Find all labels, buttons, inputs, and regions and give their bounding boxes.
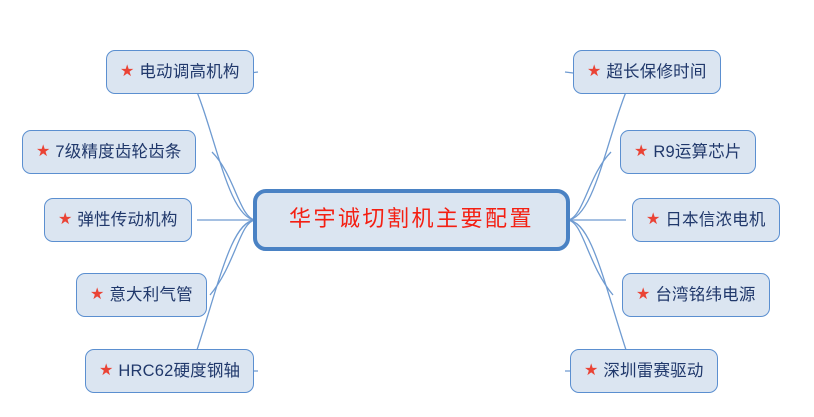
branch-label: HRC62硬度钢轴 xyxy=(118,361,241,380)
star-icon: ★ xyxy=(36,143,51,160)
branch-node-right-3[interactable]: ★ 日本信浓电机 xyxy=(632,198,780,242)
connector-right-4 xyxy=(566,219,614,296)
connector-left-2 xyxy=(211,151,257,221)
star-icon: ★ xyxy=(90,286,105,303)
central-topic-label: 华宇诚切割机主要配置 xyxy=(288,207,534,232)
central-topic-node[interactable]: 华宇诚切割机主要配置 xyxy=(253,189,570,251)
branch-node-right-4[interactable]: ★ 台湾铭纬电源 xyxy=(622,273,770,317)
branch-node-right-5[interactable]: ★ 深圳雷赛驱动 xyxy=(570,349,718,393)
branch-label: 意大利气管 xyxy=(109,285,193,304)
star-icon: ★ xyxy=(58,211,73,228)
star-icon: ★ xyxy=(587,63,602,80)
star-icon: ★ xyxy=(99,362,114,379)
connector-left-1 xyxy=(191,71,259,221)
branch-label: 电动调高机构 xyxy=(139,62,240,81)
branch-label: 深圳雷赛驱动 xyxy=(603,361,704,380)
branch-node-left-5[interactable]: ★ HRC62硬度钢轴 xyxy=(85,349,255,393)
star-icon: ★ xyxy=(584,362,599,379)
branch-node-left-4[interactable]: ★ 意大利气管 xyxy=(76,273,207,317)
branch-label: R9运算芯片 xyxy=(653,142,742,161)
branch-node-right-1[interactable]: ★ 超长保修时间 xyxy=(573,50,721,94)
branch-node-left-3[interactable]: ★ 弹性传动机构 xyxy=(44,198,192,242)
branch-label: 弹性传动机构 xyxy=(77,210,178,229)
connector-right-2 xyxy=(566,151,612,221)
branch-node-left-1[interactable]: ★ 电动调高机构 xyxy=(106,50,254,94)
branch-node-right-2[interactable]: ★ R9运算芯片 xyxy=(620,130,756,174)
star-icon: ★ xyxy=(636,286,651,303)
branch-label: 7级精度齿轮齿条 xyxy=(55,142,182,161)
star-icon: ★ xyxy=(634,143,649,160)
branch-label: 台湾铭纬电源 xyxy=(655,285,756,304)
branch-label: 超长保修时间 xyxy=(606,62,707,81)
branch-node-left-2[interactable]: ★ 7级精度齿轮齿条 xyxy=(22,130,196,174)
star-icon: ★ xyxy=(646,211,661,228)
branch-label: 日本信浓电机 xyxy=(665,210,766,229)
star-icon: ★ xyxy=(120,63,135,80)
connector-left-4 xyxy=(209,219,257,296)
